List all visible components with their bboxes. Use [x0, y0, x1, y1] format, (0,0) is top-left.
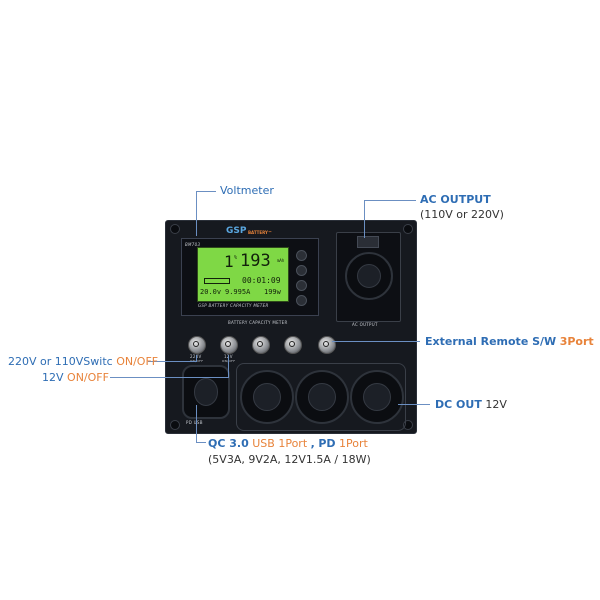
meter-button[interactable]	[296, 250, 307, 261]
switch-ac-suffix: ON/OFF	[116, 355, 159, 368]
callout-line-switch-ac	[148, 361, 196, 362]
switch-ac-callout: 220V or 110VSwitc ON/OFF	[8, 355, 158, 368]
switch-12v-callout: 12V ON/OFF	[42, 371, 109, 384]
lcd-time: 00:01:09	[242, 276, 281, 285]
callout-line-ac	[364, 200, 365, 238]
dc-out-callout: DC OUT 12V	[435, 398, 507, 411]
meter-model: BM703	[185, 242, 201, 247]
callout-line-switch-12v	[110, 377, 228, 378]
qc-callout: QC 3.0 USB 1Port , PD 1Port	[208, 437, 368, 450]
ac-output-plate: AC OUTPUT	[352, 322, 378, 327]
qc-sep: ,	[310, 437, 315, 450]
switch-12v-suffix: ON/OFF	[67, 371, 109, 384]
callout-line-switch-ac	[196, 355, 197, 362]
lcd-percent-unit: %	[234, 255, 238, 261]
dc-out-title: DC OUT	[435, 398, 482, 411]
switch1-label: 220V	[190, 354, 202, 359]
callout-line-ac	[364, 200, 416, 201]
callout-line-qc	[196, 405, 197, 443]
brand-logo: GSP	[226, 226, 247, 236]
voltmeter-callout: Voltmeter	[220, 184, 274, 197]
meter-button[interactable]	[296, 265, 307, 276]
lcd-battery-icon	[204, 278, 230, 284]
switch-12v[interactable]	[220, 336, 238, 354]
lcd-percent: 1	[224, 252, 234, 271]
dc-socket-2[interactable]	[295, 370, 349, 424]
meter-caption: GSP BATTERY CAPACITY METER	[198, 303, 269, 308]
remote-switch-3[interactable]	[318, 336, 336, 354]
remote-switch-1[interactable]	[252, 336, 270, 354]
callout-line-remote	[332, 341, 420, 342]
lcd-capacity: 193	[240, 251, 271, 271]
screw-icon	[170, 420, 180, 430]
meter-label: BATTERY CAPACITY METER	[228, 320, 288, 325]
qc-pd-port: 1Port	[339, 437, 368, 450]
switch-12v-prefix: 12V	[42, 371, 64, 384]
callout-line-switch-12v	[228, 355, 229, 378]
lcd-capacity-unit: mAh	[277, 258, 285, 263]
lcd-voltage: 20.0v	[200, 288, 222, 296]
ac-outlet-latch	[357, 236, 379, 248]
screw-icon	[403, 224, 413, 234]
screw-icon	[170, 224, 180, 234]
switch-220v[interactable]	[188, 336, 206, 354]
brand-sub: BATTERY™	[248, 230, 272, 235]
meter-button[interactable]	[296, 295, 307, 306]
qc-pd: PD	[318, 437, 336, 450]
switch-ac-prefix: 220V or 110VSwitc	[8, 355, 113, 368]
meter-button[interactable]	[296, 280, 307, 291]
dc-socket-1[interactable]	[240, 370, 294, 424]
qc-usb: USB 1Port	[252, 437, 308, 450]
callout-line-voltmeter	[196, 191, 197, 236]
callout-line-voltmeter	[196, 191, 216, 192]
ac-outlet-socket[interactable]	[345, 252, 393, 300]
remote-switch-2[interactable]	[284, 336, 302, 354]
pd-usb-label: PD USB	[186, 420, 203, 425]
dc-outlet-group	[236, 363, 406, 431]
ac-output-title: AC OUTPUT	[420, 193, 491, 206]
qc-specs: (5V3A, 9V2A, 12V1.5A / 18W)	[208, 453, 371, 466]
external-remote-label: External Remote S/W	[425, 335, 557, 348]
dc-out-value: 12V	[485, 398, 507, 411]
lcd-display: 1 % 193 mAh 00:01:09 20.0v 9.995A 199w	[197, 247, 289, 302]
qc-title: QC 3.0	[208, 437, 249, 450]
lcd-power: 199w	[264, 288, 281, 296]
external-remote-count: 3Port	[559, 335, 594, 348]
lcd-current: 9.995A	[225, 288, 251, 296]
callout-line-qc	[196, 442, 206, 443]
dc-socket-3[interactable]	[350, 370, 404, 424]
callout-line-dc	[398, 404, 430, 405]
external-remote-callout: External Remote S/W 3Port	[425, 335, 594, 348]
ac-output-sub: (110V or 220V)	[420, 208, 504, 221]
usb-pd-socket[interactable]	[182, 365, 230, 419]
